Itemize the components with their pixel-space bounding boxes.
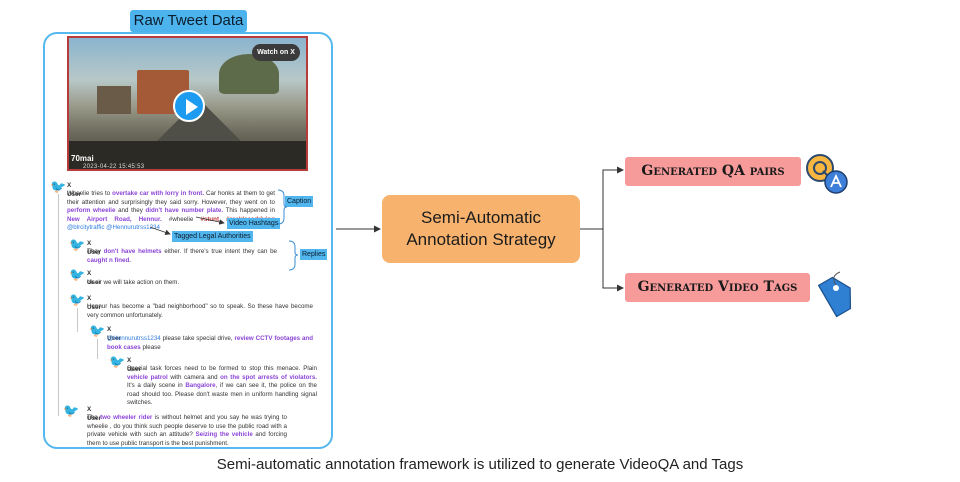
tweet-text: either. If there's true intent they can …	[161, 248, 277, 255]
tweet-text: Wheelie tries to	[67, 190, 113, 197]
highlighted-phrase: didn't have number plate.	[145, 207, 224, 215]
play-icon[interactable]	[173, 90, 205, 122]
twitter-bird-icon: 🐦	[89, 323, 106, 338]
replies-bracket	[288, 240, 299, 271]
tweet-user: X User	[87, 240, 102, 256]
raw-tweet-data-title: Raw Tweet Data	[130, 10, 247, 32]
highlighted-phrase[interactable]: @Hennurutrss1234	[107, 335, 161, 342]
tweet-body: ok sir we will take action on them.	[87, 279, 287, 288]
tweet-user: X User	[87, 295, 102, 311]
tweet-text: It's a daily scene in	[127, 382, 186, 390]
video-dashboard	[69, 141, 306, 169]
caption-bracket	[277, 189, 288, 225]
highlighted-phrase: New Airport Road, Hennur.	[67, 215, 162, 223]
tweet-text: and forcing them to use public transport…	[87, 431, 287, 447]
tweet-text: Car honks at them to get their attention…	[67, 190, 275, 206]
replies-label: Replies	[300, 249, 328, 260]
tweet-panel: Watch on X 70mai 2023-04-22 15:45:53 🐦 X…	[43, 32, 333, 449]
highlighted-phrase: perform wheelie	[67, 207, 116, 215]
tweet-text: and they	[115, 207, 146, 215]
highlighted-phrase: on the spot arrests of violators.	[220, 373, 317, 381]
tweet-text: This happened in	[223, 207, 275, 215]
tweet-text: ok sir we will take action on them.	[87, 279, 180, 286]
highlighted-phrase: caught n fined.	[87, 256, 131, 264]
highlighted-phrase[interactable]: @blrcitytraffic @Hennurutrss1234	[67, 224, 160, 232]
tweet-user: X User	[67, 182, 82, 198]
tweet-body: Wheelie tries to overtake car with lorry…	[67, 190, 275, 233]
tweet-text: The	[87, 414, 101, 421]
tweet-text: , if we can see it, the police on the ro…	[127, 382, 317, 407]
tweet-body: @Hennurutrss1234 please take special dri…	[107, 335, 313, 352]
highlighted-phrase: overtake car with lorry in front.	[112, 190, 205, 197]
tweet-user: X User	[87, 270, 102, 286]
tweet-text: is without helmet and you say he was try…	[87, 414, 287, 439]
tweet-body: Special task forces need to be formed to…	[127, 365, 317, 408]
thread-line-nested-1	[77, 308, 78, 332]
tweet-text: Hennur has become a "bad neighborhood" s…	[87, 303, 313, 319]
video-hashtags-label: Video Hashtags	[227, 218, 281, 229]
figure-caption: Semi-automatic annotation framework is u…	[216, 456, 744, 473]
video-vehicle-left	[97, 86, 131, 114]
caption-label: Caption	[285, 196, 314, 207]
tweet-body: The two wheeler rider is without helmet …	[87, 414, 287, 447]
tweet-user: X User	[107, 326, 122, 342]
tweet-text: please	[140, 343, 161, 351]
thread-line-nested-2	[97, 339, 98, 359]
strategy-line-2: Annotation Strategy	[406, 230, 556, 249]
qa-chat-icon	[806, 154, 848, 194]
highlighted-phrase: two wheeler rider	[100, 414, 153, 421]
twitter-bird-icon: 🐦	[63, 403, 80, 418]
tweet-body: Hennur has become a "bad neighborhood" s…	[87, 303, 313, 320]
watch-on-x-button[interactable]: Watch on X	[252, 44, 300, 61]
twitter-bird-icon: 🐦	[69, 292, 86, 307]
annotation-strategy-box: Semi-Automatic Annotation Strategy	[382, 195, 580, 263]
highlighted-phrase: don't have helmets	[103, 248, 162, 255]
tagged-legal-authorities-label: Tagged Legal Authorities	[172, 231, 253, 242]
twitter-bird-icon: 🐦	[69, 267, 86, 282]
tweet-user: X User	[87, 406, 102, 422]
tweet-text: please take special drive,	[160, 335, 235, 342]
strategy-to-outputs-connector	[580, 169, 622, 289]
tweet-user: X User	[127, 357, 142, 373]
generated-video-tags-box: Generated Video Tags	[625, 273, 810, 302]
generated-qa-pairs-box: Generated QA pairs	[625, 157, 801, 186]
highlighted-phrase: Seizing the vehicle	[195, 431, 253, 439]
tweet-text: They	[87, 248, 104, 255]
tweet-body: They don't have helmets either. If there…	[87, 248, 277, 265]
highlighted-phrase: vehicle patrol	[127, 373, 168, 381]
twitter-bird-icon: 🐦	[50, 179, 67, 194]
tweet-text: Special task forces need to be formed to…	[127, 365, 317, 372]
tweet-text: with camera and	[167, 373, 221, 381]
video-thumbnail[interactable]: Watch on X 70mai 2023-04-22 15:45:53	[67, 36, 308, 171]
video-timestamp: 2023-04-22 15:45:53	[83, 164, 145, 170]
twitter-bird-icon: 🐦	[109, 354, 126, 369]
twitter-bird-icon: 🐦	[69, 237, 86, 252]
video-logo: 70mai	[71, 154, 94, 163]
highlighted-phrase: review CCTV footages and book cases	[107, 335, 313, 351]
highlighted-phrase: Bangalore	[185, 382, 216, 390]
strategy-line-1: Semi-Automatic	[421, 208, 541, 227]
price-tag-icon	[817, 271, 852, 318]
authorities-pointer	[149, 226, 171, 236]
thread-line-main	[58, 194, 59, 416]
tweet-text: #wheelie	[161, 215, 194, 223]
hashtag-pointer	[195, 216, 225, 225]
